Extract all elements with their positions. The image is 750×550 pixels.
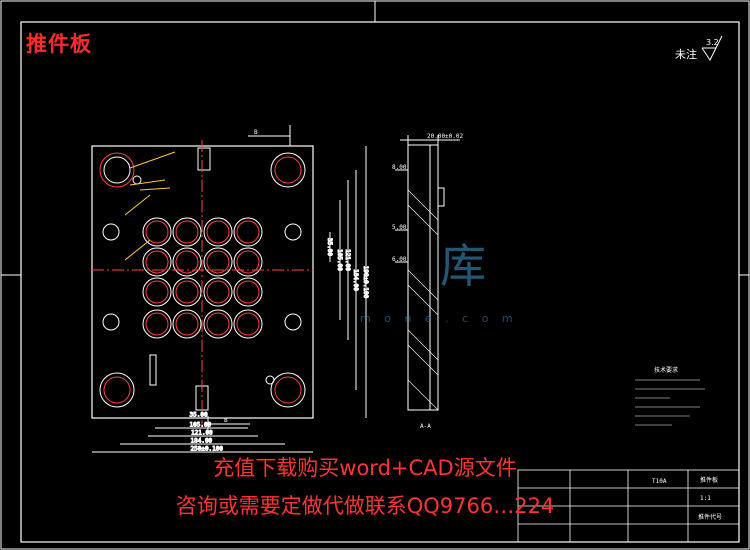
title-block-drawing-no: 推件代号 bbox=[698, 513, 722, 521]
punch-hole-inner bbox=[236, 280, 260, 304]
punch-hole bbox=[203, 217, 233, 247]
punch-hole bbox=[172, 309, 202, 339]
punch-hole bbox=[233, 247, 263, 277]
bottom-dimension-label: 105.00 bbox=[190, 422, 212, 429]
section-width-label: 20.00±0.02 bbox=[427, 133, 464, 140]
watermark-logo: 库 bbox=[440, 239, 486, 293]
punch-hole-inner bbox=[175, 220, 199, 244]
section-mark-bottom bbox=[207, 416, 250, 432]
punch-hole bbox=[142, 247, 172, 277]
punch-hole bbox=[203, 247, 233, 277]
roughness-symbol bbox=[701, 35, 723, 61]
roughness-label: 未注 bbox=[675, 48, 697, 61]
section-mark-top-label: B bbox=[254, 129, 258, 136]
punch-hole-inner bbox=[236, 220, 260, 244]
section-tick-1: 8.00 bbox=[392, 164, 407, 171]
punch-hole-inner bbox=[175, 280, 199, 304]
punch-hole bbox=[203, 309, 233, 339]
punch-hole-grid bbox=[142, 217, 263, 339]
section-tick-2: 5.00 bbox=[392, 224, 407, 231]
slots bbox=[92, 140, 313, 425]
punch-hole-inner bbox=[175, 312, 199, 336]
punch-hole bbox=[172, 247, 202, 277]
punch-hole-inner bbox=[145, 250, 169, 274]
title-block-part-name: 推件板 bbox=[700, 476, 718, 484]
punch-hole bbox=[172, 217, 202, 247]
corner-bushings bbox=[99, 152, 306, 408]
title-block bbox=[517, 469, 740, 543]
right-dimension-label: 184.00 bbox=[352, 269, 359, 291]
promo-line-1: 充值下载购买word+CAD源文件 bbox=[213, 456, 517, 480]
punch-hole-inner bbox=[206, 220, 230, 244]
section-mark-top bbox=[248, 125, 291, 146]
watermark-url: m o n e . c o m bbox=[360, 312, 518, 325]
punch-hole-inner bbox=[145, 280, 169, 304]
notes-lines bbox=[635, 379, 705, 426]
bottom-dimension-label: 184.00 bbox=[191, 438, 213, 445]
punch-hole-inner bbox=[236, 250, 260, 274]
bottom-dimension-label: 35.00 bbox=[190, 412, 208, 419]
plate-view bbox=[91, 140, 314, 425]
punch-hole bbox=[142, 217, 172, 247]
notes-heading: 技术要求 bbox=[654, 366, 678, 374]
punch-hole bbox=[142, 309, 172, 339]
roughness-value: 3.2 bbox=[706, 38, 719, 47]
bottom-dimension-label: 250±0.100 bbox=[191, 446, 224, 453]
punch-hole-inner bbox=[145, 312, 169, 336]
punch-hole bbox=[233, 217, 263, 247]
section-mark-bottom-label: B bbox=[224, 417, 228, 424]
promo-line-2: 咨询或需要定做代做联系QQ9766…224 bbox=[175, 494, 555, 518]
punch-hole bbox=[233, 277, 263, 307]
punch-hole-inner bbox=[175, 250, 199, 274]
punch-hole-inner bbox=[206, 250, 230, 274]
punch-hole-inner bbox=[145, 220, 169, 244]
punch-hole bbox=[233, 309, 263, 339]
section-tick-3: 6.00 bbox=[392, 256, 407, 263]
title-block-scale: 1:1 bbox=[700, 495, 711, 502]
right-dimension-label: 35.00 bbox=[326, 238, 333, 256]
punch-hole-inner bbox=[236, 312, 260, 336]
side-holes bbox=[102, 175, 302, 385]
right-dimension-label: 190±0.100 bbox=[362, 266, 369, 299]
section-view bbox=[395, 135, 460, 411]
right-dimension-label: 121.00 bbox=[344, 249, 351, 271]
punch-hole bbox=[172, 277, 202, 307]
leader-notes bbox=[124, 151, 176, 261]
bottom-dimension-label: 121.00 bbox=[191, 430, 213, 437]
right-dimension-label: 105.00 bbox=[336, 249, 343, 271]
inner-frame bbox=[20, 21, 740, 543]
page-title: 推件板 bbox=[26, 32, 92, 56]
punch-hole-inner bbox=[206, 312, 230, 336]
title-block-material: T10A bbox=[652, 478, 667, 485]
punch-hole bbox=[203, 277, 233, 307]
punch-hole-inner bbox=[206, 280, 230, 304]
section-view-name: A-A bbox=[420, 423, 431, 430]
punch-hole bbox=[142, 277, 172, 307]
